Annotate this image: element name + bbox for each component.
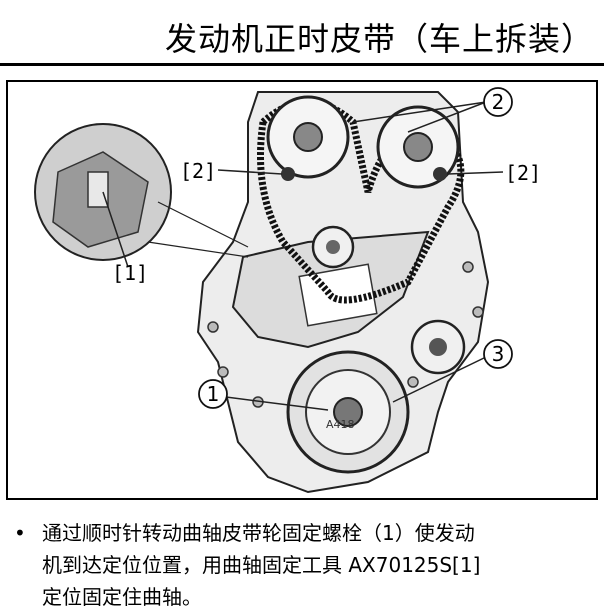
instruction-line: 机到达定位位置，用曲轴固定工具 AX70125S[1]	[42, 553, 481, 577]
bracket-1-label: [1]	[112, 261, 148, 285]
callout-line-bracket2-left	[217, 169, 283, 175]
callout-1-label: 1	[207, 382, 220, 406]
engine-diagram: A418 1 2 3	[6, 80, 598, 500]
crankshaft-pulley-bolt	[333, 397, 363, 427]
pulley-stamp: A418	[326, 418, 355, 431]
callout-3: 3	[483, 339, 513, 369]
callout-3-label: 3	[492, 342, 505, 366]
callout-1: 1	[198, 379, 228, 409]
instruction-line: 通过顺时针转动曲轴皮带轮固定螺栓（1）使发动	[42, 521, 475, 545]
callout-2: 2	[483, 87, 513, 117]
callout-line-1	[225, 396, 329, 411]
callout-line-2a	[352, 101, 487, 123]
title-rule	[0, 63, 604, 66]
bullet-marker: •	[14, 521, 26, 545]
instruction-line: 定位固定住曲轴。	[42, 585, 202, 609]
instruction-text: 通过顺时针转动曲轴皮带轮固定螺栓（1）使发动 机到达定位位置，用曲轴固定工具 A…	[42, 517, 602, 613]
timing-belt	[257, 98, 465, 304]
callout-2-label: 2	[492, 90, 505, 114]
engine-illustration: A418 1 2 3	[34, 87, 541, 494]
cam-lock-pin-left	[281, 167, 295, 181]
crank-locking-tool	[87, 171, 109, 208]
bracket-2-left-label: [2]	[180, 159, 216, 183]
callout-line-3	[392, 356, 487, 403]
cam-lock-pin-right	[433, 167, 447, 181]
callout-line-2b	[407, 101, 487, 133]
page-title: 发动机正时皮带（车上拆装）	[164, 20, 594, 58]
engine-bolts	[207, 261, 484, 408]
callout-line-bracket2-right	[447, 171, 504, 175]
callout-line-bracket1	[102, 191, 129, 268]
bracket-2-right-label: [2]	[505, 161, 541, 185]
